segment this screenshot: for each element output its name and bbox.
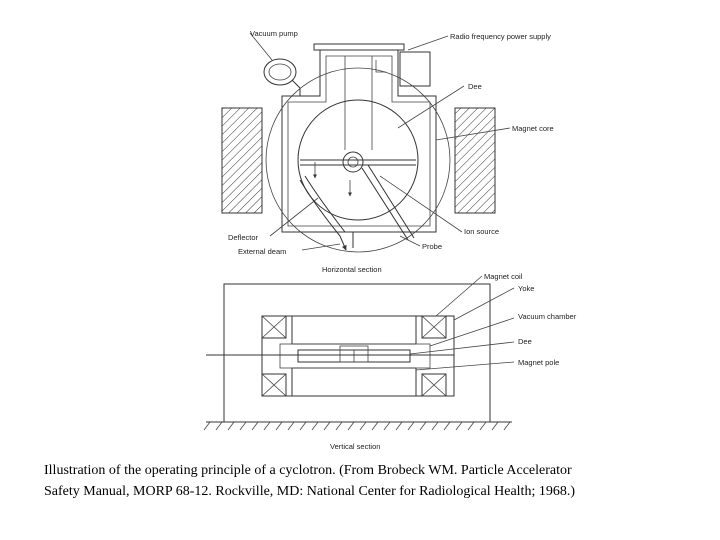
magnet-core-right <box>454 107 496 214</box>
label-yoke: Yoke <box>518 284 534 293</box>
label-magnet-core: Magnet core <box>512 124 554 133</box>
magnet-pole-upper <box>291 315 417 345</box>
label-vertical-section: Vertical section <box>330 442 380 451</box>
label-rf-supply: Radio frequency power supply <box>450 32 551 41</box>
magnet-core-left <box>221 107 263 214</box>
label-dee-bottom: Dee <box>518 337 532 346</box>
label-vacuum-pump: Vacuum pump <box>250 29 298 38</box>
label-probe: Probe <box>422 242 442 251</box>
label-horizontal-section: Horizontal section <box>322 265 382 274</box>
rf-power-supply <box>399 51 431 87</box>
caption-line-2: Safety Manual, MORP 68-12. Rockville, MD… <box>44 484 575 499</box>
magnet-coils <box>261 315 447 397</box>
magnet-pole-circle <box>265 67 451 253</box>
label-external-beam: External deam <box>238 247 286 256</box>
yoke <box>223 283 491 423</box>
vertical-section: Magnet coil Yoke Vacuum chamber Dee Magn… <box>203 272 577 451</box>
label-magnet-coil: Magnet coil <box>484 272 523 281</box>
label-ion-source: Ion source <box>464 227 499 236</box>
caption-line-1: Illustration of the operating principle … <box>44 463 572 478</box>
figure-caption: Illustration of the operating principle … <box>44 460 684 502</box>
magnet-pole-lower <box>291 367 417 397</box>
label-magnet-pole: Magnet pole <box>518 358 559 367</box>
label-deflector: Deflector <box>228 233 259 242</box>
vacuum-pump <box>263 58 297 86</box>
vacuum-chamber <box>279 343 431 369</box>
dee-outer <box>297 99 419 221</box>
vacuum-chamber-outline <box>281 49 437 233</box>
label-dee-top: Dee <box>468 82 482 91</box>
horizontal-section: Vacuum pump Radio frequency power supply… <box>221 29 554 274</box>
label-vacuum-chamber: Vacuum chamber <box>518 312 577 321</box>
